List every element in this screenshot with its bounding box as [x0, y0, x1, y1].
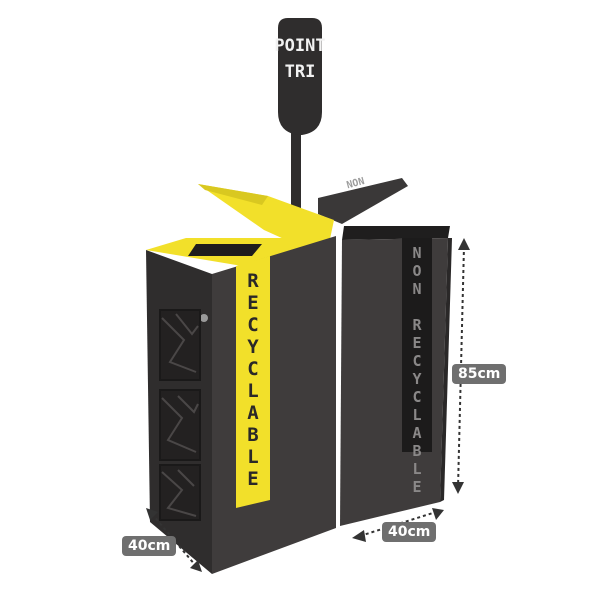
non-recyclable-label-strip — [402, 238, 432, 452]
sign-text-line1: POINT — [274, 36, 326, 56]
non-recyclable-lid — [318, 178, 408, 224]
side-depth-dimension-label: 40cm — [122, 536, 177, 556]
recyclable-bin-front — [212, 236, 336, 574]
non-recyclable-label: NON RECYCLABLE — [408, 244, 426, 496]
lock-icon — [200, 314, 208, 322]
non-recyclable-bin-side — [440, 238, 452, 502]
non-recyclable-bin-top — [342, 226, 450, 240]
recyclable-label-strip — [236, 256, 270, 508]
side-depth-dimension-line — [146, 508, 202, 572]
height-dimension-label: 85cm — [452, 364, 507, 384]
recyclable-label: RECYCLABLE — [242, 270, 264, 490]
side-pattern — [159, 309, 201, 521]
sign-text-line2: TRI — [284, 62, 316, 82]
sign-panel — [278, 18, 322, 135]
sign-pole — [291, 120, 301, 224]
front-width-dimension-line — [352, 508, 444, 542]
front-width-dimension-label: 40cm — [382, 522, 437, 542]
